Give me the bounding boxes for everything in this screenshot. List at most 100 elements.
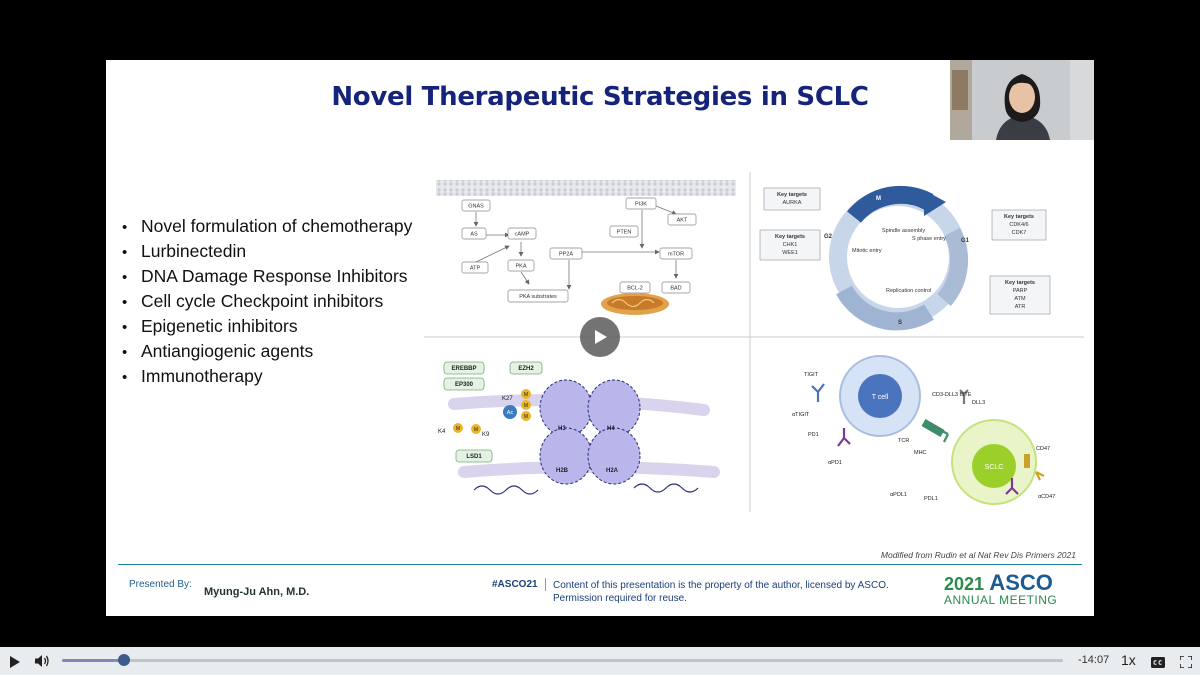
immune-label: TIGIT (804, 372, 819, 378)
enzyme-label: LSD1 (466, 454, 482, 460)
residue-label: K4 (438, 429, 446, 435)
play-icon (10, 656, 20, 668)
playback-speed-button[interactable]: 1x (1121, 652, 1136, 668)
bullet-marker: • (122, 269, 128, 286)
play-icon (595, 330, 607, 344)
histone-label: H2A (606, 468, 619, 474)
bullet-list: • Novel formulation of chemotherapy • Lurb… (122, 214, 412, 389)
bullet-item: • Cell cycle Checkpoint inhibitors (122, 289, 412, 314)
acetyl-mark (503, 405, 517, 419)
progress-scrubber-handle[interactable] (118, 654, 131, 666)
footer-separator (545, 578, 546, 591)
bite-molecule (921, 419, 945, 437)
cycle-step-label: S phase entry (912, 236, 946, 242)
histone-h2a (587, 427, 641, 485)
bullet-text: Epigenetic inhibitors (141, 316, 298, 336)
logo-year: 2021 (944, 574, 985, 594)
node-label: PI3K (635, 202, 647, 208)
target-item: ATM (1014, 296, 1026, 302)
immune-label: αTIGIT (792, 412, 810, 418)
bullet-item: • Novel formulation of chemotherapy (122, 214, 412, 239)
target-item: WEE1 (782, 250, 798, 256)
phase-label: S (898, 320, 902, 326)
bullet-marker: • (122, 219, 128, 236)
enzyme-label: EP300 (455, 382, 474, 388)
node-label: BAD (670, 286, 681, 292)
histone-label: H3 (558, 426, 566, 432)
copyright-line: Permission required for reuse. (553, 593, 687, 604)
m-phase-arc (847, 185, 934, 223)
histone-label: H2B (556, 468, 569, 474)
phase-label: G1 (961, 238, 970, 244)
fullscreen-button[interactable] (1179, 655, 1193, 673)
bullet-marker: • (122, 244, 128, 261)
methyl-mark: M (524, 414, 528, 420)
bullet-text: Cell cycle Checkpoint inhibitors (141, 291, 384, 311)
immune-label: DLL3 (972, 400, 985, 406)
residue-label: K27 (502, 396, 513, 402)
captions-button[interactable] (1151, 655, 1165, 673)
methyl-mark: M (456, 426, 460, 432)
presented-by-label: Presented By: (129, 579, 192, 590)
t-cell-nucleus (858, 374, 902, 418)
targets-title: Key targets (1004, 214, 1034, 220)
volume-button[interactable] (34, 654, 50, 673)
figure-credit: Modified from Rudin et al Nat Rev Dis Pr… (880, 550, 1076, 560)
acetyl-label: Ac (507, 410, 514, 416)
cycle-step-label: Mitotic entry (852, 248, 882, 254)
bullet-marker: • (122, 319, 128, 336)
target-item: CDK4/6 (1009, 222, 1028, 228)
player-controls: -14:07 1x (0, 647, 1200, 675)
asco-logo: 2021 ASCO ANNUAL MEETING (944, 570, 1080, 607)
node-label: ATP (470, 266, 481, 272)
immune-label: TCR (898, 438, 909, 444)
bullet-text: DNA Damage Response Inhibitors (141, 266, 408, 286)
fullscreen-icon (1179, 655, 1193, 669)
node-label: mTOR (668, 252, 684, 258)
bullet-text: Lurbinectedin (141, 241, 247, 261)
volume-icon (35, 655, 49, 667)
presenter-name: Myung-Ju Ahn, M.D. (204, 586, 310, 598)
signaling-pathway-panel: GNAS AS cAMP ATP PKA PKA substrates PI3K… (436, 180, 736, 315)
node-label: cAMP (515, 232, 530, 238)
bullet-marker: • (122, 369, 128, 386)
methyl-mark: M (474, 427, 478, 433)
progress-bar[interactable] (62, 654, 1063, 666)
node-label: AS (470, 232, 478, 238)
copyright-line: Content of this presentation is the prop… (553, 580, 889, 591)
progress-fill (62, 659, 125, 662)
target-item: AURKA (783, 200, 802, 206)
slide-title: Novel Therapeutic Strategies in SCLC (331, 82, 869, 112)
speaker-video-feed (950, 60, 1094, 140)
play-button[interactable] (9, 655, 20, 673)
dna-strand (473, 483, 699, 495)
target-item: PARP (1013, 288, 1028, 294)
cell-membrane (436, 180, 736, 196)
sclc-nucleus (972, 444, 1016, 488)
immunotherapy-panel: T cell SCLC TIGIT αTIGIT CD3-DLL3 BiTE D (792, 355, 1055, 505)
center-play-button[interactable] (580, 317, 620, 357)
immune-label: PD1 (808, 432, 819, 438)
target-item: CHK1 (783, 242, 798, 248)
immune-label: αPDL1 (890, 492, 907, 498)
target-item: CDK7 (1012, 230, 1027, 236)
targets-title: Key targets (1005, 280, 1035, 286)
histone-h2b (539, 427, 593, 485)
logo-brand: ASCO (989, 570, 1053, 595)
footer-divider (118, 564, 1082, 565)
histone-label: H4 (607, 426, 615, 432)
node-label: AKT (677, 218, 688, 224)
video-stage[interactable]: Novel Therapeutic Strategies in SCLC • No… (0, 0, 1200, 647)
bullet-item: • Epigenetic inhibitors (122, 314, 412, 339)
methyl-mark: M (524, 403, 528, 409)
bullet-marker: • (122, 294, 128, 311)
residue-label: K9 (482, 432, 490, 438)
methyl-mark: M (524, 392, 528, 398)
enzyme-label: EZH2 (518, 366, 534, 372)
bullet-text: Novel formulation of chemotherapy (141, 216, 413, 236)
immune-label: CD47 (1036, 446, 1050, 452)
node-label: PTEN (617, 230, 632, 236)
captions-icon (1151, 657, 1165, 668)
event-hashtag: #ASCO21 (492, 579, 538, 590)
logo-subtitle: ANNUAL MEETING (944, 593, 1058, 607)
